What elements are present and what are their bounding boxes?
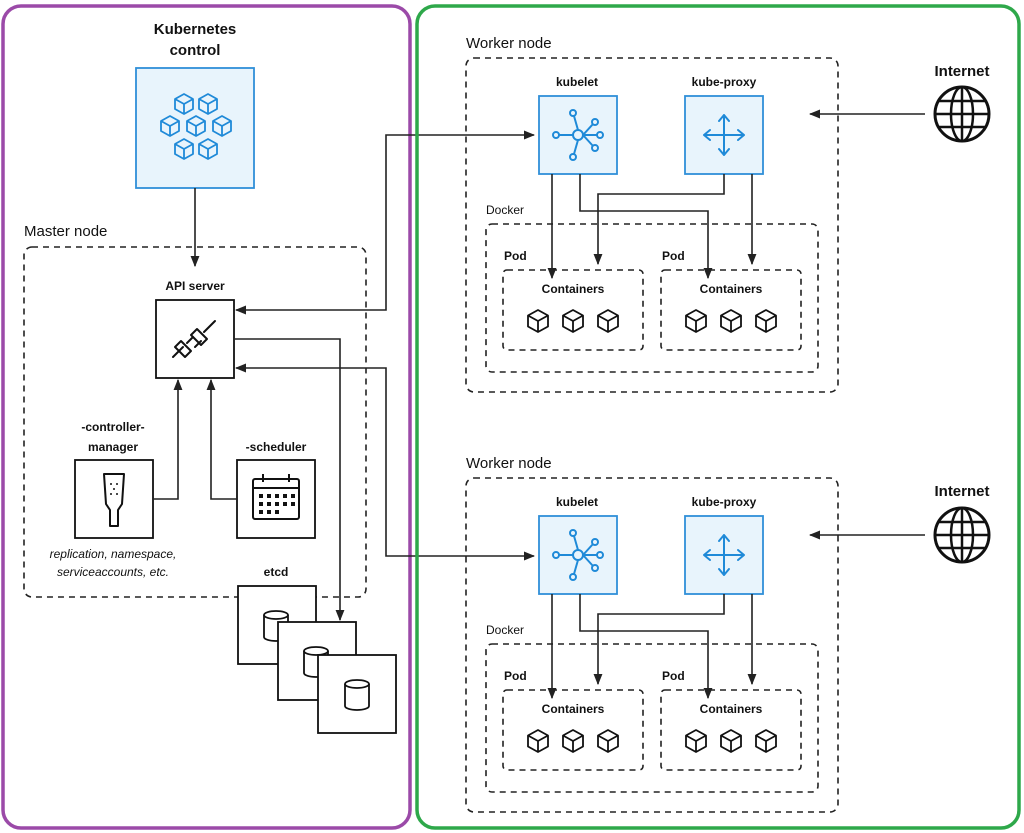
cube-icon bbox=[597, 729, 619, 753]
kubernetes-control-box[interactable] bbox=[135, 67, 255, 189]
globe-icon[interactable] bbox=[933, 506, 991, 564]
api-server-label: API server bbox=[165, 279, 225, 293]
etcd-label: etcd bbox=[264, 565, 289, 579]
api-to-worker1-kubelet-arrow bbox=[234, 130, 536, 315]
kubelet-to-pod2-arrow bbox=[579, 174, 713, 280]
worker-node-title: Worker node bbox=[466, 35, 552, 52]
internet-label: Internet bbox=[934, 63, 989, 80]
containers-label: Containers bbox=[700, 282, 763, 296]
controller-manager-label-line2: manager bbox=[88, 440, 138, 454]
cube-icon bbox=[755, 309, 777, 333]
cube-icon bbox=[597, 309, 619, 333]
cube-icon bbox=[685, 729, 707, 753]
docker-label: Docker bbox=[486, 203, 524, 217]
kube-proxy-label: kube-proxy bbox=[692, 495, 757, 509]
api-to-worker2-kubelet-arrow bbox=[234, 363, 536, 561]
pod[interactable]: Pod Containers bbox=[502, 669, 644, 771]
cube-icon bbox=[527, 729, 549, 753]
docker-label: Docker bbox=[486, 623, 524, 637]
pod[interactable]: Pod Containers bbox=[660, 669, 802, 771]
worker-node-2: Worker node kubelet kube-proxy Docker bbox=[465, 455, 991, 813]
kubelet-label: kubelet bbox=[556, 495, 598, 509]
kube-proxy-box[interactable] bbox=[684, 95, 764, 175]
control-title-line1: Kubernetes bbox=[154, 21, 237, 38]
network-hub-icon bbox=[552, 109, 604, 161]
cube-icon bbox=[562, 729, 584, 753]
etcd-stack[interactable] bbox=[237, 585, 397, 734]
network-hub-icon bbox=[552, 529, 604, 581]
worker-node-title: Worker node bbox=[466, 455, 552, 472]
kube-proxy-label: kube-proxy bbox=[692, 75, 757, 89]
four-arrows-icon bbox=[703, 114, 745, 156]
controller-note-line1: replication, namespace, bbox=[50, 547, 177, 561]
pod-label: Pod bbox=[504, 669, 527, 683]
globe-icon[interactable] bbox=[933, 85, 991, 143]
cube-icon bbox=[562, 309, 584, 333]
kubelet-to-pod2-arrow bbox=[579, 594, 713, 700]
control-title-line2: control bbox=[170, 42, 221, 59]
worker-node-1: Worker node kubelet kube-proxy Docker bbox=[465, 35, 991, 393]
workers-panel bbox=[415, 4, 1021, 830]
cube-icon bbox=[685, 309, 707, 333]
api-server-box[interactable] bbox=[155, 299, 235, 379]
controller-to-api-arrow bbox=[153, 378, 183, 500]
scheduler-label: -scheduler bbox=[246, 440, 307, 454]
cube-icon bbox=[527, 309, 549, 333]
containers-label: Containers bbox=[542, 282, 605, 296]
kubelet-box[interactable] bbox=[538, 515, 618, 595]
pod-label: Pod bbox=[662, 249, 685, 263]
pod[interactable]: Pod Containers bbox=[502, 249, 644, 351]
containers-label: Containers bbox=[700, 702, 763, 716]
master-node-label: Master node bbox=[24, 223, 107, 240]
proxy-to-pod1-arrow bbox=[593, 594, 725, 686]
controller-manager-box[interactable] bbox=[74, 459, 154, 539]
pod-label: Pod bbox=[662, 669, 685, 683]
controller-note-line2: serviceaccounts, etc. bbox=[57, 565, 169, 579]
controller-manager-label-line1: -controller- bbox=[81, 420, 144, 434]
master-node-box bbox=[23, 246, 367, 598]
remote-device-icon bbox=[103, 473, 125, 527]
kube-proxy-box[interactable] bbox=[684, 515, 764, 595]
kubelet-box[interactable] bbox=[538, 95, 618, 175]
pod[interactable]: Pod Containers bbox=[660, 249, 802, 351]
plug-icon bbox=[172, 320, 216, 358]
scheduler-to-api-arrow bbox=[206, 378, 237, 500]
kubelet-label: kubelet bbox=[556, 75, 598, 89]
docker-box bbox=[485, 643, 819, 793]
internet-label: Internet bbox=[934, 483, 989, 500]
cube-icon bbox=[720, 309, 742, 333]
database-icon bbox=[344, 679, 370, 711]
docker-box bbox=[485, 223, 819, 373]
cube-icon bbox=[755, 729, 777, 753]
calendar-icon bbox=[252, 474, 300, 520]
containers-label: Containers bbox=[542, 702, 605, 716]
worker-node-box bbox=[465, 57, 839, 393]
scheduler-box[interactable] bbox=[236, 459, 316, 539]
worker-node-box bbox=[465, 477, 839, 813]
pod-label: Pod bbox=[504, 249, 527, 263]
four-arrows-icon bbox=[703, 534, 745, 576]
proxy-to-pod1-arrow bbox=[593, 174, 725, 266]
cube-icon bbox=[720, 729, 742, 753]
